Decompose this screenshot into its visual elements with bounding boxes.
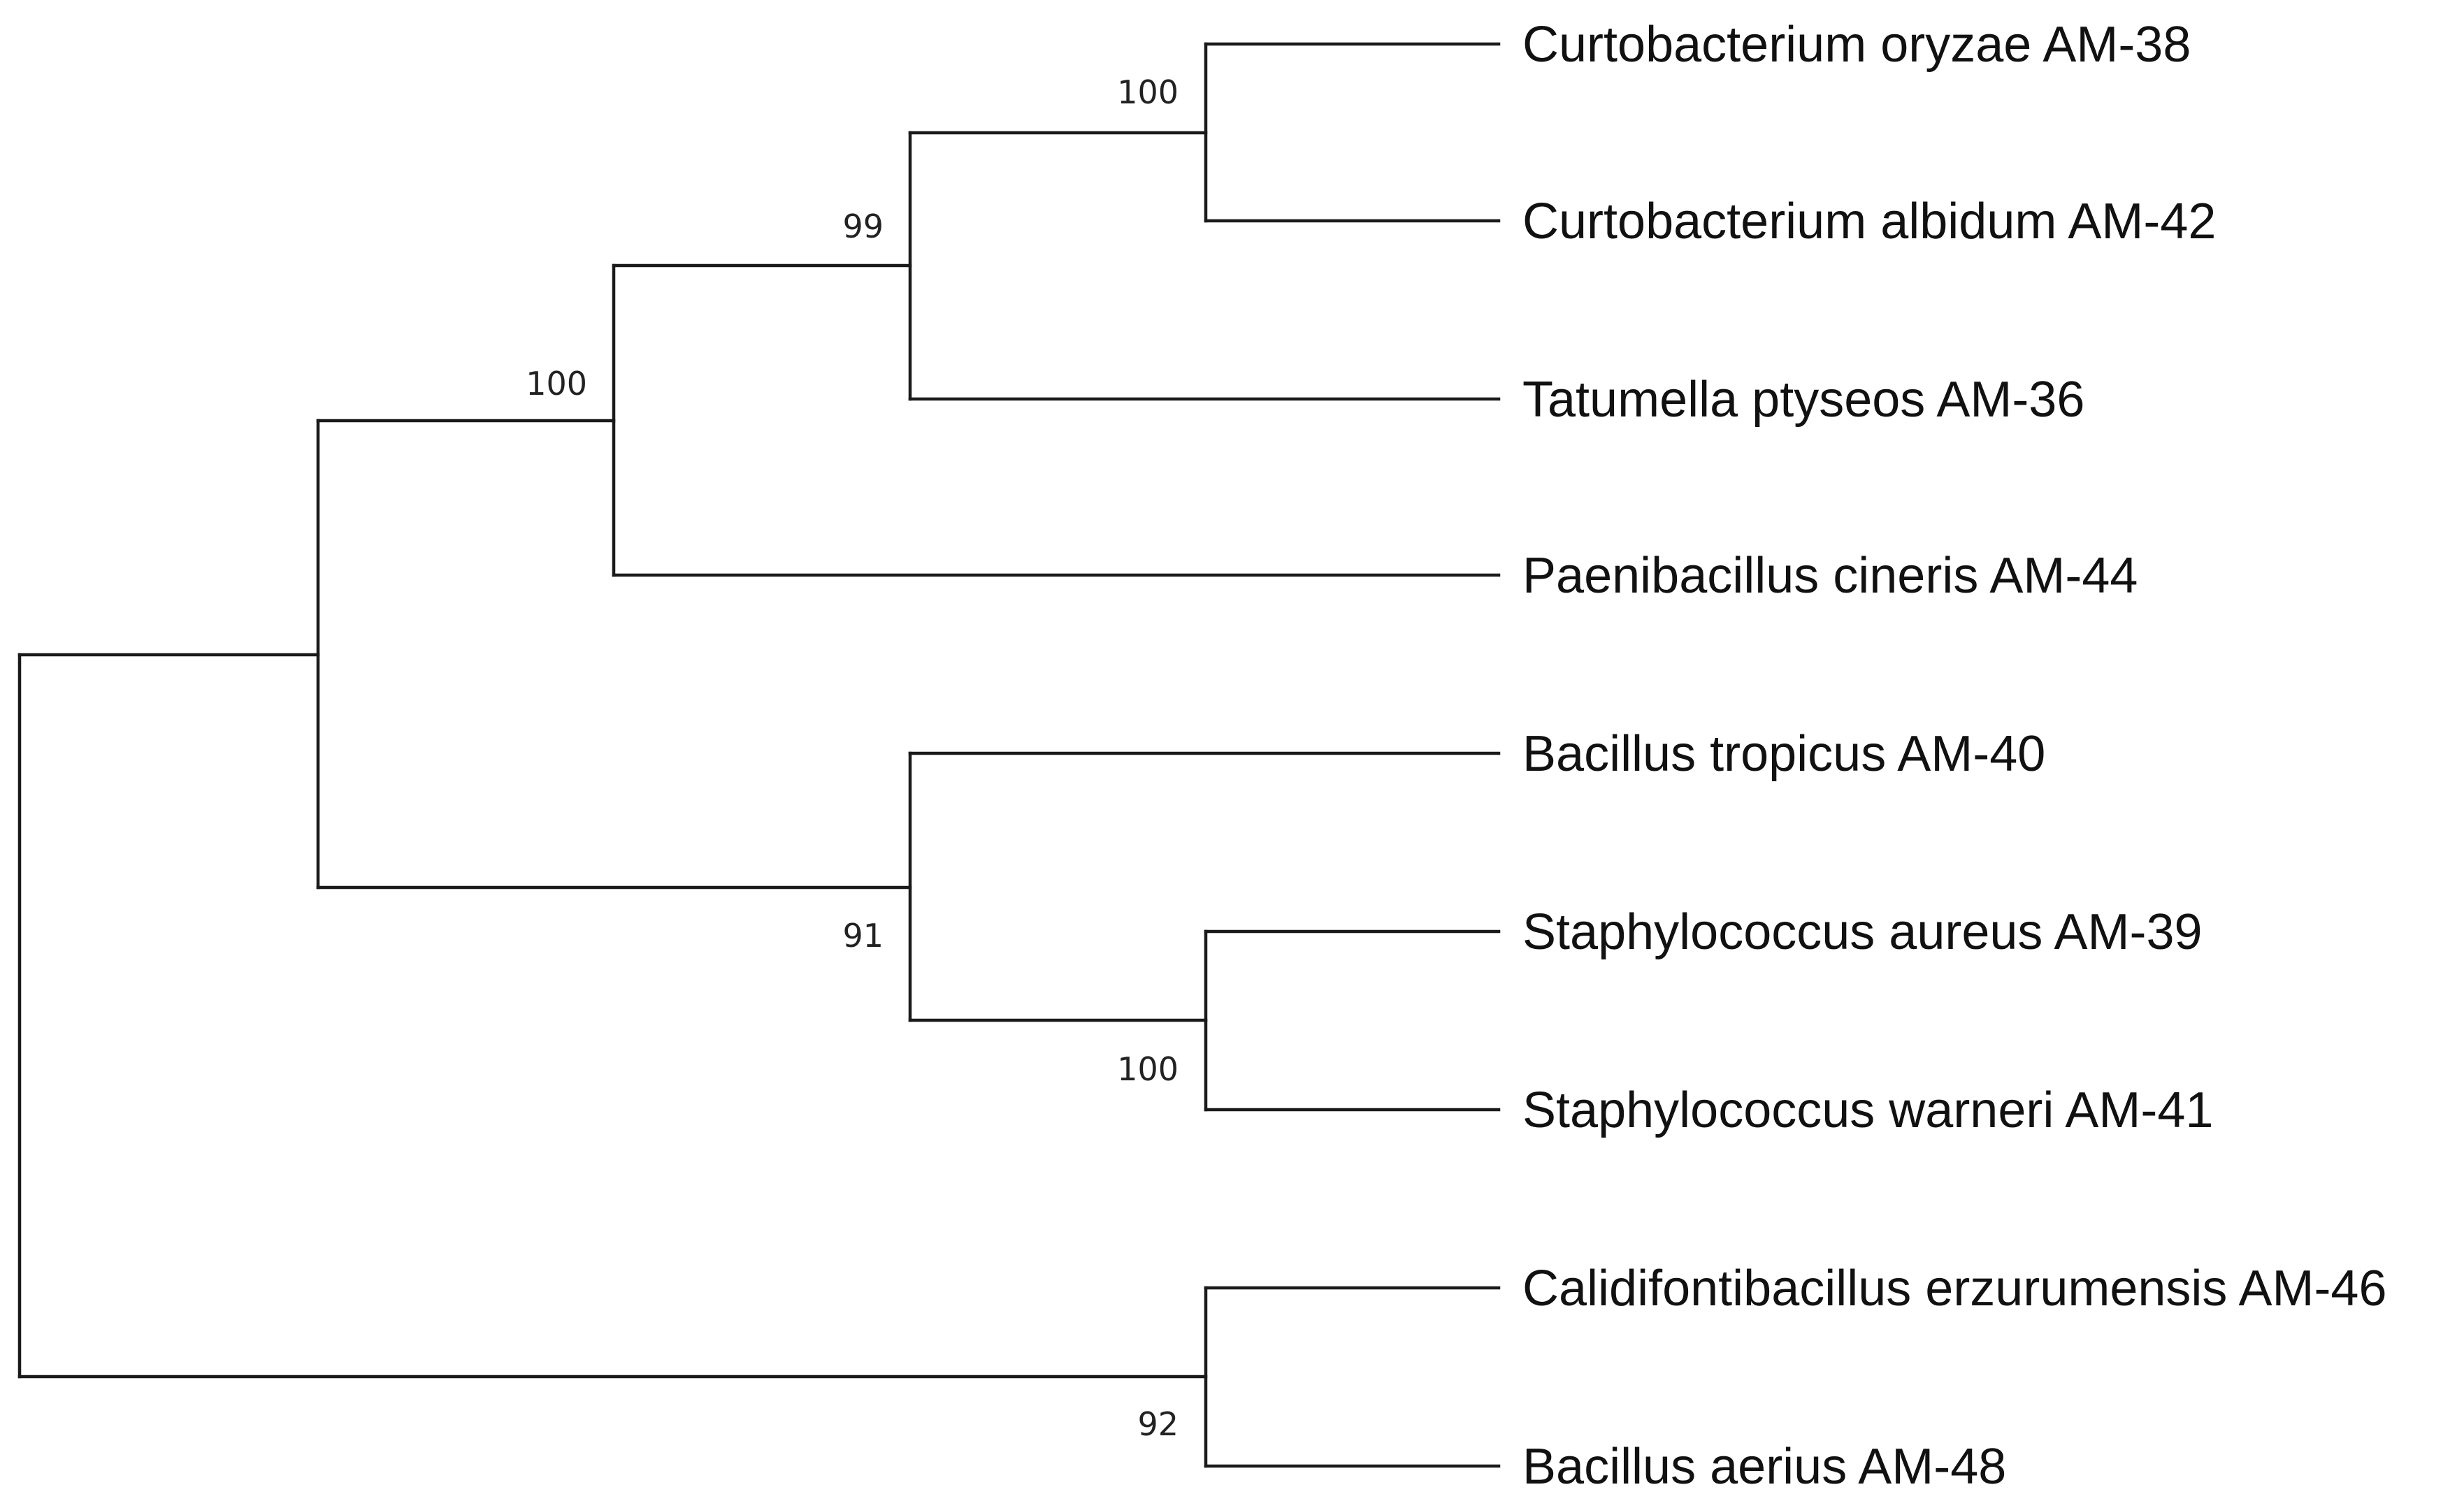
- leaf-label: Staphylococcus warneri AM-41: [1522, 1082, 2213, 1138]
- support-value-curtobacterium: 100: [1117, 73, 1179, 111]
- support-values: 100 99 100 100 91 92: [526, 73, 1179, 1443]
- support-value-curtobacterium-tatumella: 99: [842, 208, 884, 245]
- leaf-label: Tatumella ptyseos AM-36: [1522, 372, 2084, 428]
- leaf-label: Bacillus tropicus AM-40: [1522, 726, 2045, 782]
- support-value-tropicus-staphylococcus: 91: [842, 917, 884, 955]
- clade-root: [17, 653, 1208, 1379]
- leaf-label: Curtobacterium oryzae AM-38: [1522, 17, 2191, 73]
- support-value-lower: 92: [1137, 1405, 1179, 1443]
- clade-curtobacterium: [1204, 42, 1501, 223]
- leaf-label: Staphylococcus aureus AM-39: [1522, 904, 2203, 960]
- clade-lower: [1204, 1286, 1501, 1468]
- leaf-label: Bacillus aerius AM-48: [1522, 1439, 2006, 1495]
- leaf-label: Calidifontibacillus erzurumensis AM-46: [1522, 1261, 2387, 1317]
- clade-upper-group: [612, 263, 1501, 577]
- clade-staphylococcus: [1204, 929, 1501, 1112]
- leaf-label: Curtobacterium albidum AM-42: [1522, 194, 2216, 249]
- leaf-labels: Curtobacterium oryzae AM-38 Curtobacteri…: [1522, 17, 2387, 1495]
- support-value-staphylococcus: 100: [1117, 1050, 1179, 1088]
- leaf-label: Paenibacillus cineris AM-44: [1522, 548, 2138, 604]
- support-value-upper-group: 100: [526, 365, 587, 403]
